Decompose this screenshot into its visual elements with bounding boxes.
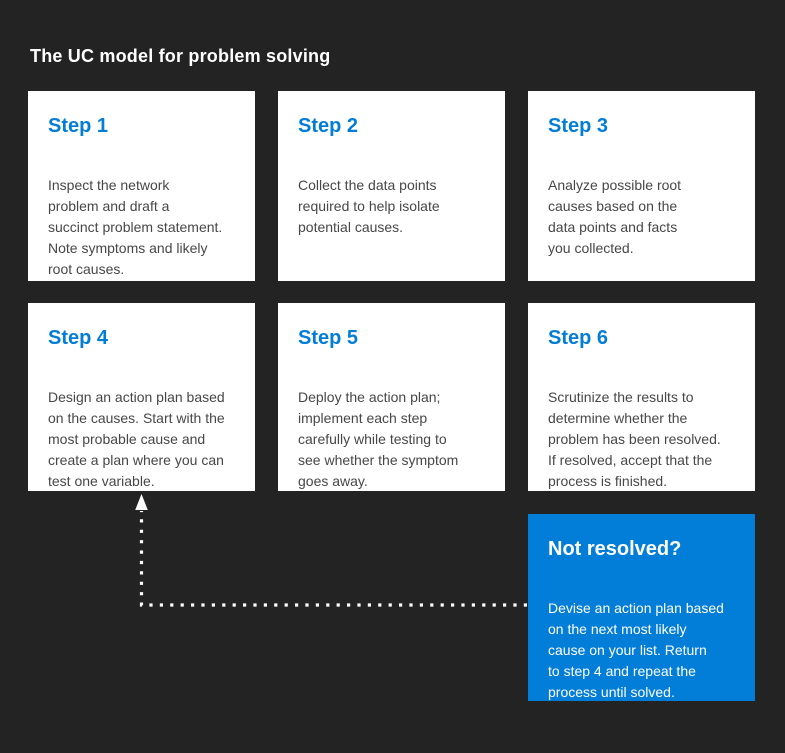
page-title: The UC model for problem solving: [30, 46, 331, 66]
step-5-text: Deploy the action plan; implement each s…: [298, 389, 459, 489]
step-1-text: Inspect the network problem and draft a …: [48, 177, 223, 277]
step-2-heading: Step 2: [298, 115, 359, 137]
step-1-heading: Step 1: [48, 115, 109, 137]
step-3-card: Step 3 Analyze possible root causes base…: [528, 91, 755, 281]
not-resolved-card: Not resolved? Devise an action plan base…: [528, 514, 755, 701]
step-5-heading: Step 5: [298, 327, 359, 349]
not-resolved-heading: Not resolved?: [548, 538, 682, 560]
step-2-card: Step 2 Collect the data points required …: [278, 91, 505, 281]
step-5-card: Step 5 Deploy the action plan; implement…: [278, 303, 505, 491]
step-6-card: Step 6 Scrutinize the results to determi…: [528, 303, 755, 491]
not-resolved-text: Devise an action plan based on the next …: [548, 600, 724, 700]
step-4-card: Step 4 Design an action plan based on th…: [28, 303, 255, 491]
step-6-heading: Step 6: [548, 327, 609, 349]
step-3-text: Analyze possible root causes based on th…: [548, 177, 682, 256]
step-6-text: Scrutinize the results to determine whet…: [548, 389, 721, 489]
step-4-heading: Step 4: [48, 327, 109, 349]
step-3-heading: Step 3: [548, 115, 609, 137]
step-2-text: Collect the data points required to help…: [298, 177, 440, 235]
step-1-card: Step 1 Inspect the network problem and d…: [28, 91, 255, 281]
step-4-text: Design an action plan based on the cause…: [48, 389, 225, 489]
